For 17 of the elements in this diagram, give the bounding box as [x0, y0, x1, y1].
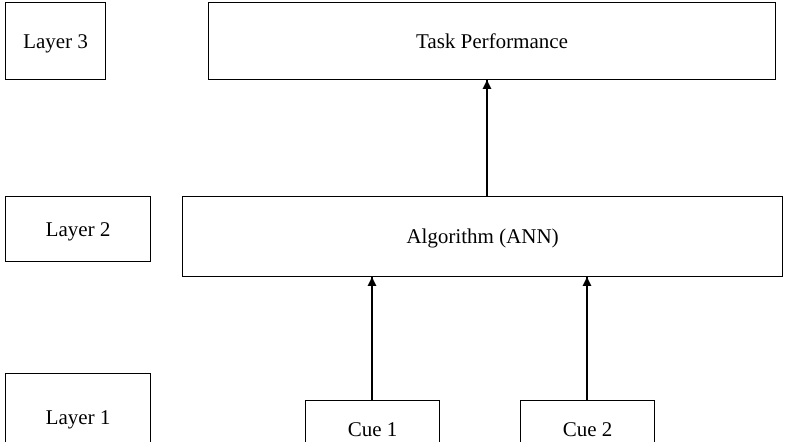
arrow [482, 80, 492, 196]
box-label: Cue 1 [348, 417, 398, 442]
process-box [520, 400, 655, 442]
box-label: Algorithm (ANN) [406, 224, 559, 249]
box-label: Cue 2 [562, 417, 612, 442]
box-label: Layer 3 [23, 28, 88, 54]
layer-box [5, 2, 106, 80]
layer-box [5, 196, 151, 262]
layer-box [5, 373, 151, 442]
arrow [582, 277, 592, 400]
process-box [182, 196, 783, 277]
box-label: Layer 1 [46, 405, 110, 430]
process-box [208, 2, 776, 80]
arrow [368, 277, 376, 400]
process-box [305, 400, 440, 442]
box-label: Layer 2 [46, 216, 110, 242]
box-label: Task Performance [416, 28, 568, 54]
